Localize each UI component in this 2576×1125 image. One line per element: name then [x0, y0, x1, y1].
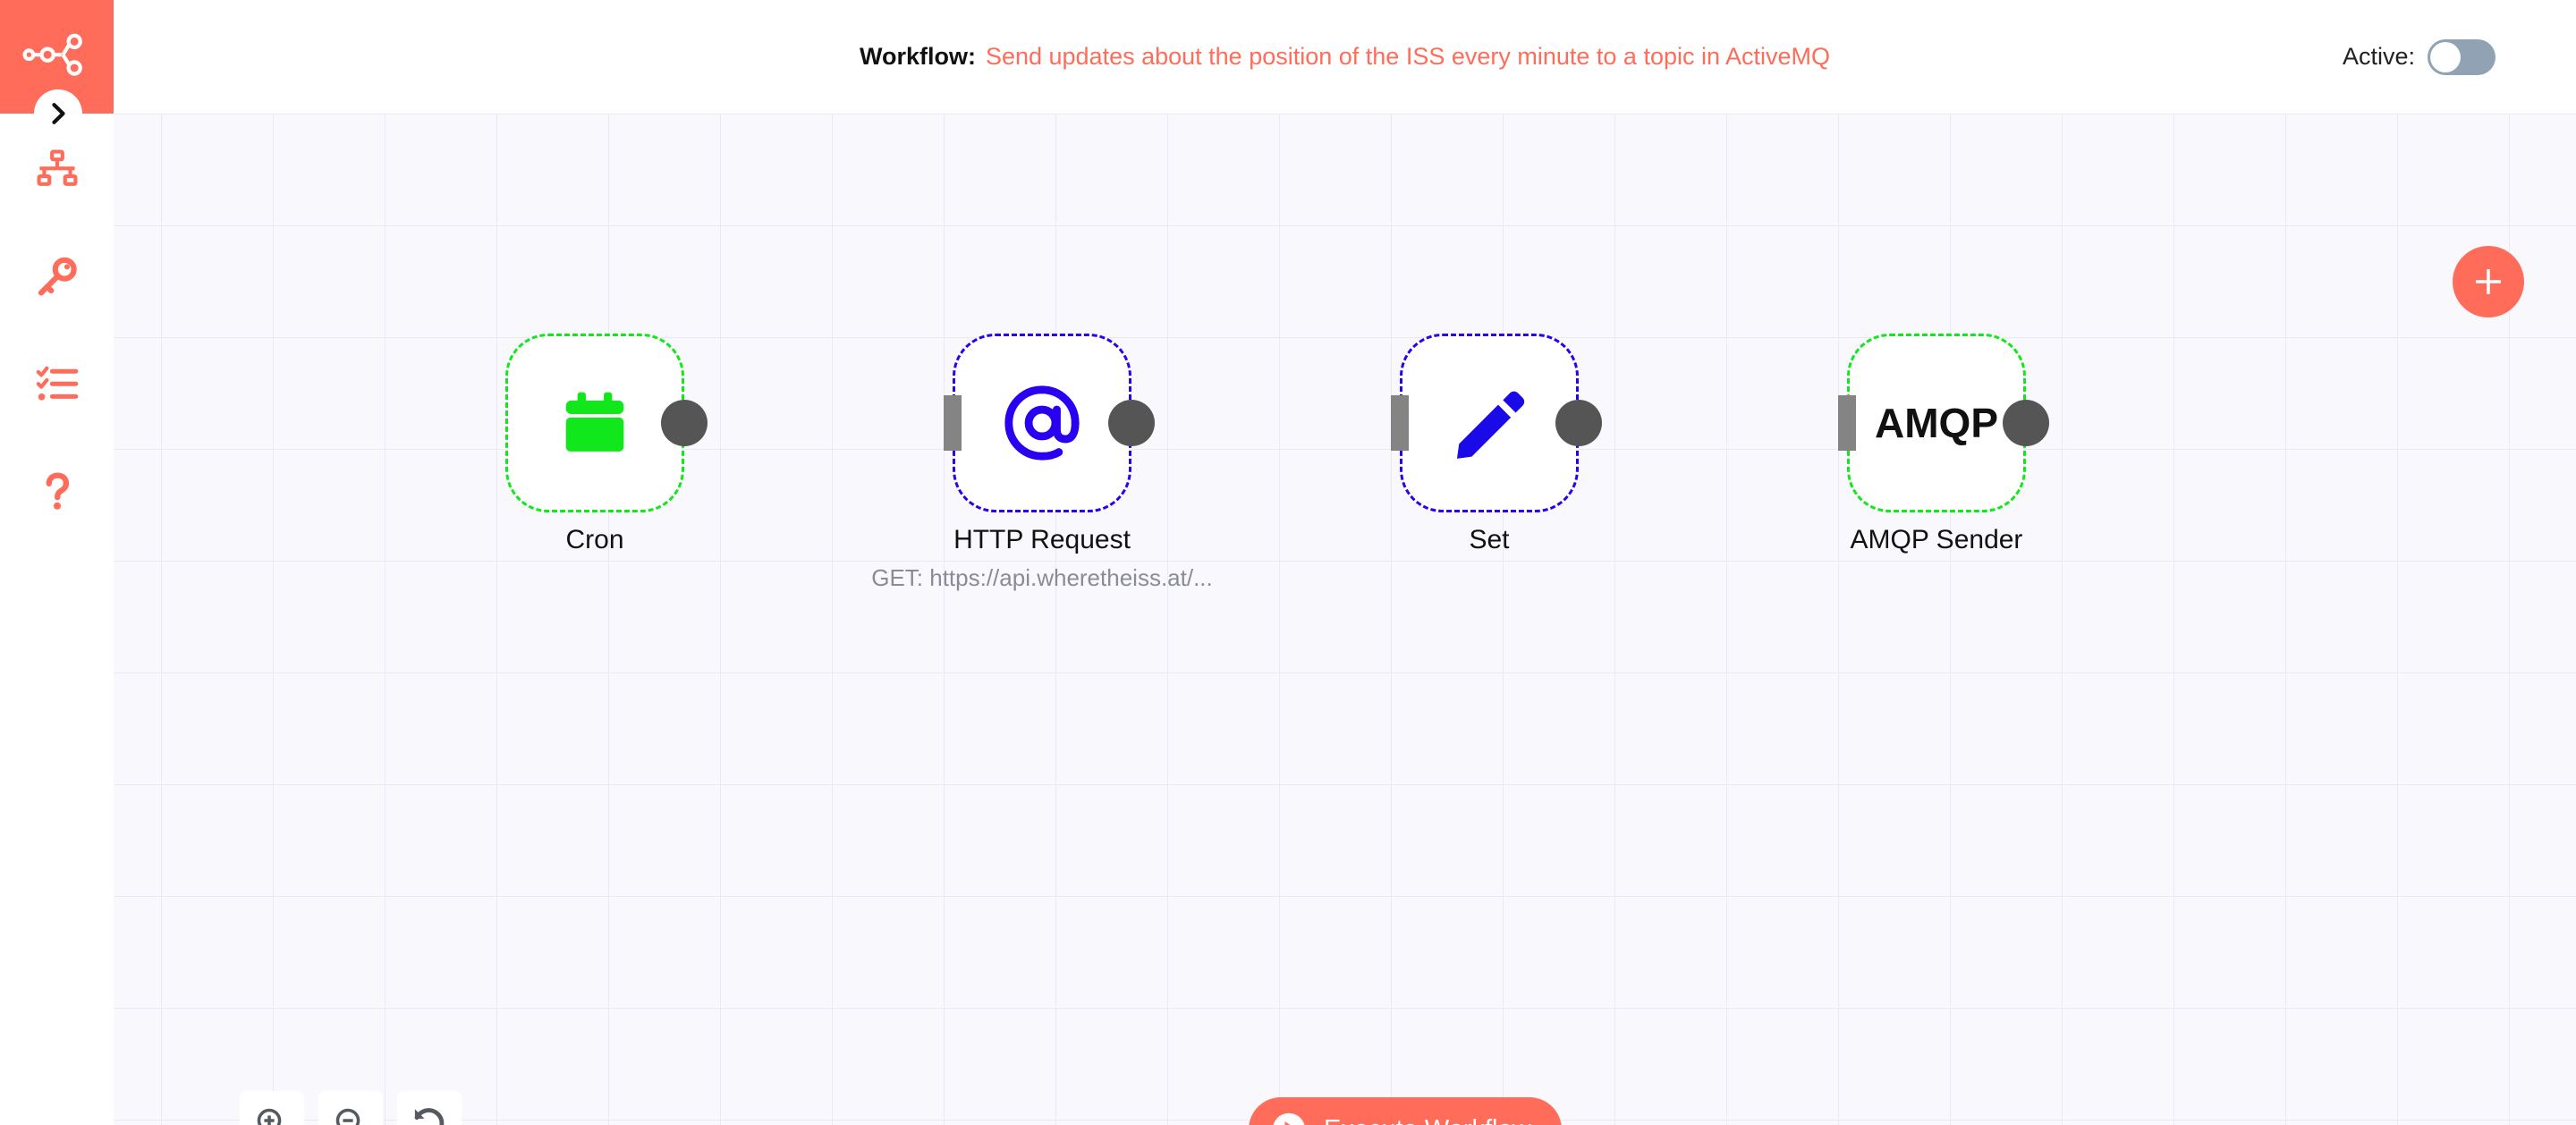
node-amqp-sender-input-port[interactable] — [1838, 395, 1856, 451]
node-http-request-box[interactable] — [953, 334, 1131, 512]
checklist-icon — [36, 366, 78, 401]
node-http-request-output-port[interactable] — [1108, 400, 1155, 446]
node-amqp-sender-box[interactable]: AMQP — [1847, 334, 2026, 512]
key-icon — [38, 257, 77, 296]
calendar-icon — [565, 392, 624, 452]
node-http-request-label: HTTP Request — [953, 525, 1131, 554]
node-amqp-sender-label: AMQP Sender — [1850, 525, 2023, 554]
node-set-input-port[interactable] — [1391, 395, 1409, 451]
n8n-nodes-logo — [21, 33, 82, 76]
plus-icon — [2476, 269, 2501, 294]
node-http-request-subtitle: GET: https://api.wheretheiss.at/... — [871, 564, 1213, 591]
zoom-out-icon — [335, 1108, 360, 1125]
sitemap-icon — [37, 149, 78, 186]
pencil-icon — [1456, 391, 1525, 459]
amqp-text-icon: AMQP — [1875, 400, 1998, 446]
header-bar: Workflow: Send updates about the positio… — [114, 0, 2576, 114]
node-cron-output-port[interactable] — [661, 400, 708, 446]
sidebar-item-executions[interactable] — [0, 349, 114, 420]
workflow-name[interactable]: Send updates about the position of the I… — [985, 43, 1831, 70]
undo-arrow-icon — [414, 1108, 445, 1125]
play-circle-icon — [1273, 1112, 1305, 1125]
node-cron[interactable]: Cron — [505, 334, 708, 554]
node-set[interactable]: Set — [1391, 334, 1602, 554]
active-label: Active: — [2342, 43, 2415, 70]
workflow-label: Workflow: — [859, 43, 976, 70]
node-cron-label: Cron — [565, 525, 624, 554]
sidebar-expand-button[interactable] — [34, 89, 82, 138]
node-set-box[interactable] — [1400, 334, 1579, 512]
toggle-knob — [2430, 41, 2461, 72]
node-cron-box[interactable] — [505, 334, 684, 512]
connection-layer — [538, 374, 1545, 424]
node-set-output-port[interactable] — [1555, 400, 1602, 446]
reset-zoom-button[interactable] — [397, 1091, 462, 1125]
zoom-in-icon — [257, 1108, 282, 1125]
node-http-request[interactable]: HTTP Request GET: https://api.wheretheis… — [871, 334, 1213, 591]
workflow-title: Workflow: Send updates about the positio… — [114, 0, 2576, 114]
node-set-label: Set — [1469, 525, 1510, 554]
node-amqp-sender-output-port[interactable] — [2003, 400, 2049, 446]
execute-workflow-label: Execute Workflow — [1324, 1115, 1531, 1125]
execute-workflow-button[interactable]: Execute Workflow — [1249, 1097, 1562, 1125]
sidebar-item-credentials[interactable] — [0, 241, 114, 313]
active-toggle-switch[interactable] — [2428, 38, 2496, 75]
at-sign-icon — [1004, 385, 1080, 461]
node-http-request-input-port[interactable] — [944, 395, 962, 451]
question-mark-icon — [46, 472, 69, 510]
active-toggle-group: Active: — [2343, 0, 2496, 114]
chevron-right-icon — [52, 103, 65, 124]
node-amqp-sender[interactable]: AMQP AMQP Sender — [1838, 334, 2049, 554]
zoom-out-button[interactable] — [318, 1091, 383, 1125]
sidebar-item-help[interactable] — [0, 456, 114, 528]
sidebar — [0, 0, 114, 1125]
workflow-canvas[interactable]: Cron HTTP Request GET: https://api.where… — [114, 114, 2576, 1125]
zoom-in-button[interactable] — [240, 1091, 304, 1125]
sidebar-item-workflows[interactable] — [0, 134, 114, 206]
add-node-button[interactable] — [2453, 246, 2524, 317]
